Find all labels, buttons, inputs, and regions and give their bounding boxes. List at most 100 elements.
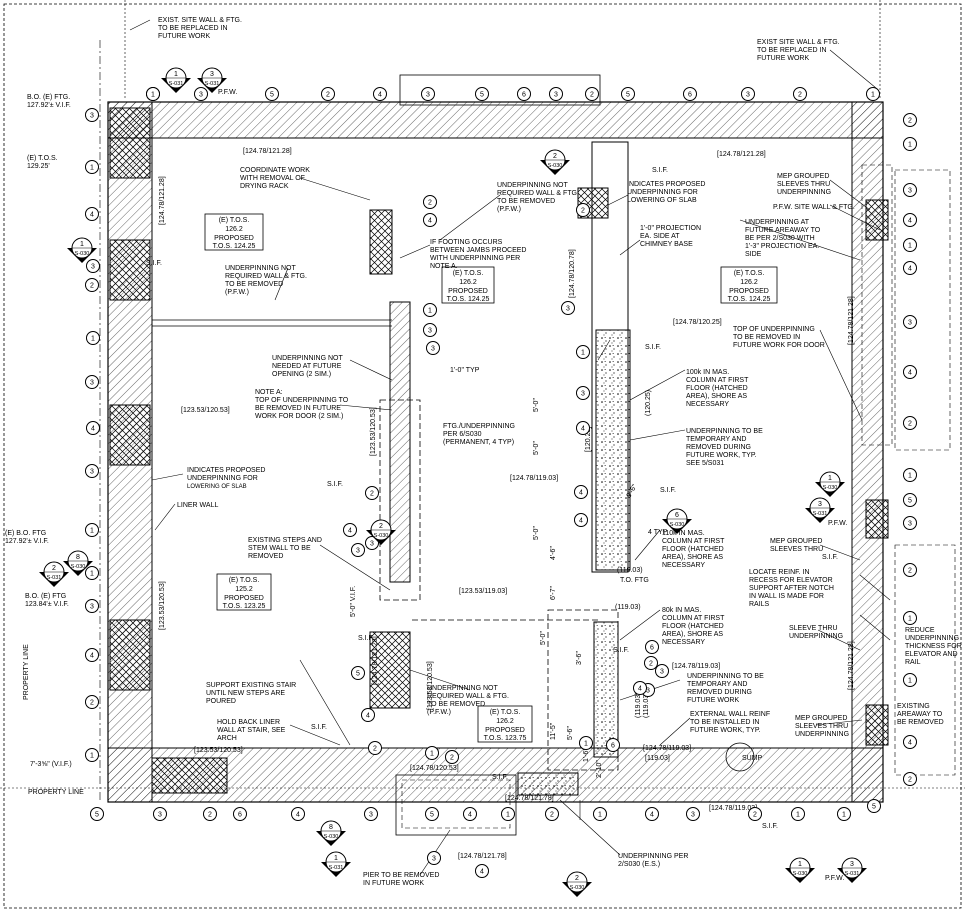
svg-text:3: 3 xyxy=(90,604,94,611)
svg-text:1: 1 xyxy=(598,812,602,819)
svg-text:[124.78/121.28]: [124.78/121.28] xyxy=(243,148,292,155)
svg-text:IN WALL IS MADE FOR: IN WALL IS MADE FOR xyxy=(749,593,824,600)
grid-bubble: 3 xyxy=(549,87,563,101)
svg-text:1'-6": 1'-6" xyxy=(583,748,590,762)
svg-text:[124.78/121.28]: [124.78/121.28] xyxy=(848,296,855,345)
svg-text:(119.03): (119.03) xyxy=(643,692,650,718)
svg-text:1: 1 xyxy=(908,616,912,623)
svg-text:2: 2 xyxy=(550,812,554,819)
svg-text:PROPOSED: PROPOSED xyxy=(214,235,254,242)
grid-bubble: 1 xyxy=(425,746,439,760)
svg-text:6'-7": 6'-7" xyxy=(550,586,557,600)
svg-text:SEE 5/S031: SEE 5/S031 xyxy=(686,460,724,467)
grid-bubble: 1 xyxy=(86,331,100,345)
svg-text:2: 2 xyxy=(450,755,454,762)
svg-text:4'-6": 4'-6" xyxy=(550,546,557,560)
grid-bubble: 1 xyxy=(85,160,99,174)
section-marker: 3S-031 xyxy=(197,67,227,93)
svg-text:BE REMOVED IN FUTURE: BE REMOVED IN FUTURE xyxy=(255,405,341,412)
svg-text:125.2: 125.2 xyxy=(235,586,253,593)
svg-text:[119.03]: [119.03] xyxy=(645,755,670,762)
svg-text:(120.25): (120.25) xyxy=(645,390,652,416)
grid-bubble: 1 xyxy=(903,611,917,625)
svg-text:S.I.F.: S.I.F. xyxy=(762,823,778,830)
svg-text:3: 3 xyxy=(850,861,854,868)
section-marker: 8S-030 xyxy=(63,550,93,576)
svg-text:S.I.F.: S.I.F. xyxy=(822,554,838,561)
svg-text:126.2: 126.2 xyxy=(496,718,514,725)
svg-text:1: 1 xyxy=(506,812,510,819)
svg-text:BE REMOVED: BE REMOVED xyxy=(897,719,944,726)
svg-text:STEM WALL TO BE: STEM WALL TO BE xyxy=(248,545,311,552)
svg-text:REMOVED DURING: REMOVED DURING xyxy=(686,444,751,451)
svg-text:2: 2 xyxy=(553,153,557,160)
svg-text:T.O.S. 123.75: T.O.S. 123.75 xyxy=(484,735,527,742)
section-marker: 1S-031 xyxy=(161,67,191,93)
grid-bubble: 2 xyxy=(748,807,762,821)
svg-text:S-030: S-030 xyxy=(374,533,389,539)
svg-text:S-031: S-031 xyxy=(169,81,184,87)
grid-bubble: 4 xyxy=(574,485,588,499)
svg-text:4: 4 xyxy=(579,490,583,497)
svg-text:3: 3 xyxy=(90,469,94,476)
grid-bubble: 2 xyxy=(903,563,917,577)
property-line-label-left: PROPERTY LINE xyxy=(23,644,30,700)
svg-text:3: 3 xyxy=(158,812,162,819)
grid-bubble: 5 xyxy=(265,87,279,101)
svg-text:3: 3 xyxy=(370,541,374,548)
svg-text:S-030: S-030 xyxy=(570,885,585,891)
svg-text:2: 2 xyxy=(908,118,912,125)
svg-text:126.2: 126.2 xyxy=(459,279,477,286)
svg-text:S-030: S-030 xyxy=(670,522,685,528)
section-marker: 3S-031 xyxy=(805,497,835,523)
svg-text:SLEEVES THRU: SLEEVES THRU xyxy=(777,181,830,188)
interior-walls xyxy=(152,74,956,836)
svg-text:CHIMNEY BASE: CHIMNEY BASE xyxy=(640,241,693,248)
svg-text:3: 3 xyxy=(369,812,373,819)
svg-text:126.2: 126.2 xyxy=(740,279,758,286)
svg-text:4: 4 xyxy=(296,812,300,819)
svg-text:POURED: POURED xyxy=(206,698,236,705)
grid-bubble: 1 xyxy=(423,303,437,317)
svg-text:(E) T.O.S.: (E) T.O.S. xyxy=(229,577,260,584)
grid-bubble: 1 xyxy=(579,736,593,750)
svg-text:3: 3 xyxy=(660,669,664,676)
svg-text:UNDERPINNING: UNDERPINNING xyxy=(905,635,959,642)
svg-text:[123.53/120.53]: [123.53/120.53] xyxy=(194,747,243,754)
svg-text:(119.03): (119.03) xyxy=(635,692,642,718)
svg-text:127.92'± V.I.F.: 127.92'± V.I.F. xyxy=(27,102,71,109)
section-marker: 1S-030 xyxy=(67,237,97,263)
grid-bubble: 4 xyxy=(291,807,305,821)
svg-text:S-031: S-031 xyxy=(47,575,62,581)
svg-text:IF FOOTING OCCURS: IF FOOTING OCCURS xyxy=(430,239,503,246)
grid-bubble: 6 xyxy=(233,807,247,821)
svg-text:TEMPORARY AND: TEMPORARY AND xyxy=(687,681,747,688)
svg-text:4: 4 xyxy=(90,653,94,660)
svg-text:T.O.S. 124.25: T.O.S. 124.25 xyxy=(728,296,771,303)
svg-text:AREAWAY TO: AREAWAY TO xyxy=(897,711,943,718)
svg-text:3: 3 xyxy=(818,501,822,508)
svg-text:2: 2 xyxy=(908,777,912,784)
svg-text:1: 1 xyxy=(430,751,434,758)
grid-bubble: 6 xyxy=(683,87,697,101)
svg-text:ELEVATOR AND: ELEVATOR AND xyxy=(905,651,958,658)
grid-bubble: 3 xyxy=(741,87,755,101)
svg-text:(P.F.W.): (P.F.W.) xyxy=(225,289,249,296)
svg-text:NECESSARY: NECESSARY xyxy=(662,562,705,569)
svg-text:4: 4 xyxy=(468,812,472,819)
grid-bubble: 1 xyxy=(85,566,99,580)
svg-text:2/S030 (E.S.): 2/S030 (E.S.) xyxy=(618,861,660,868)
svg-text:4: 4 xyxy=(908,370,912,377)
general-notes: EXIST. SITE WALL & FTG. TO BE REPLACED I… xyxy=(5,17,962,887)
property-line-label-bottom: PROPERTY LINE xyxy=(28,789,84,796)
sheet-border xyxy=(3,3,962,909)
svg-text:S-030: S-030 xyxy=(793,871,808,877)
svg-text:3'-6": 3'-6" xyxy=(576,651,583,665)
section-marker: 2S-030 xyxy=(540,149,570,175)
grid-bubble: 2 xyxy=(365,486,379,500)
svg-text:[124.78/120.25]: [124.78/120.25] xyxy=(673,319,722,326)
svg-text:RAILS: RAILS xyxy=(749,601,770,608)
svg-text:FLOOR (HATCHED: FLOOR (HATCHED xyxy=(686,385,748,392)
grid-bubbles: 2352435632563213143213431134212134143421… xyxy=(85,87,917,878)
grid-bubble: 3 xyxy=(423,323,437,337)
